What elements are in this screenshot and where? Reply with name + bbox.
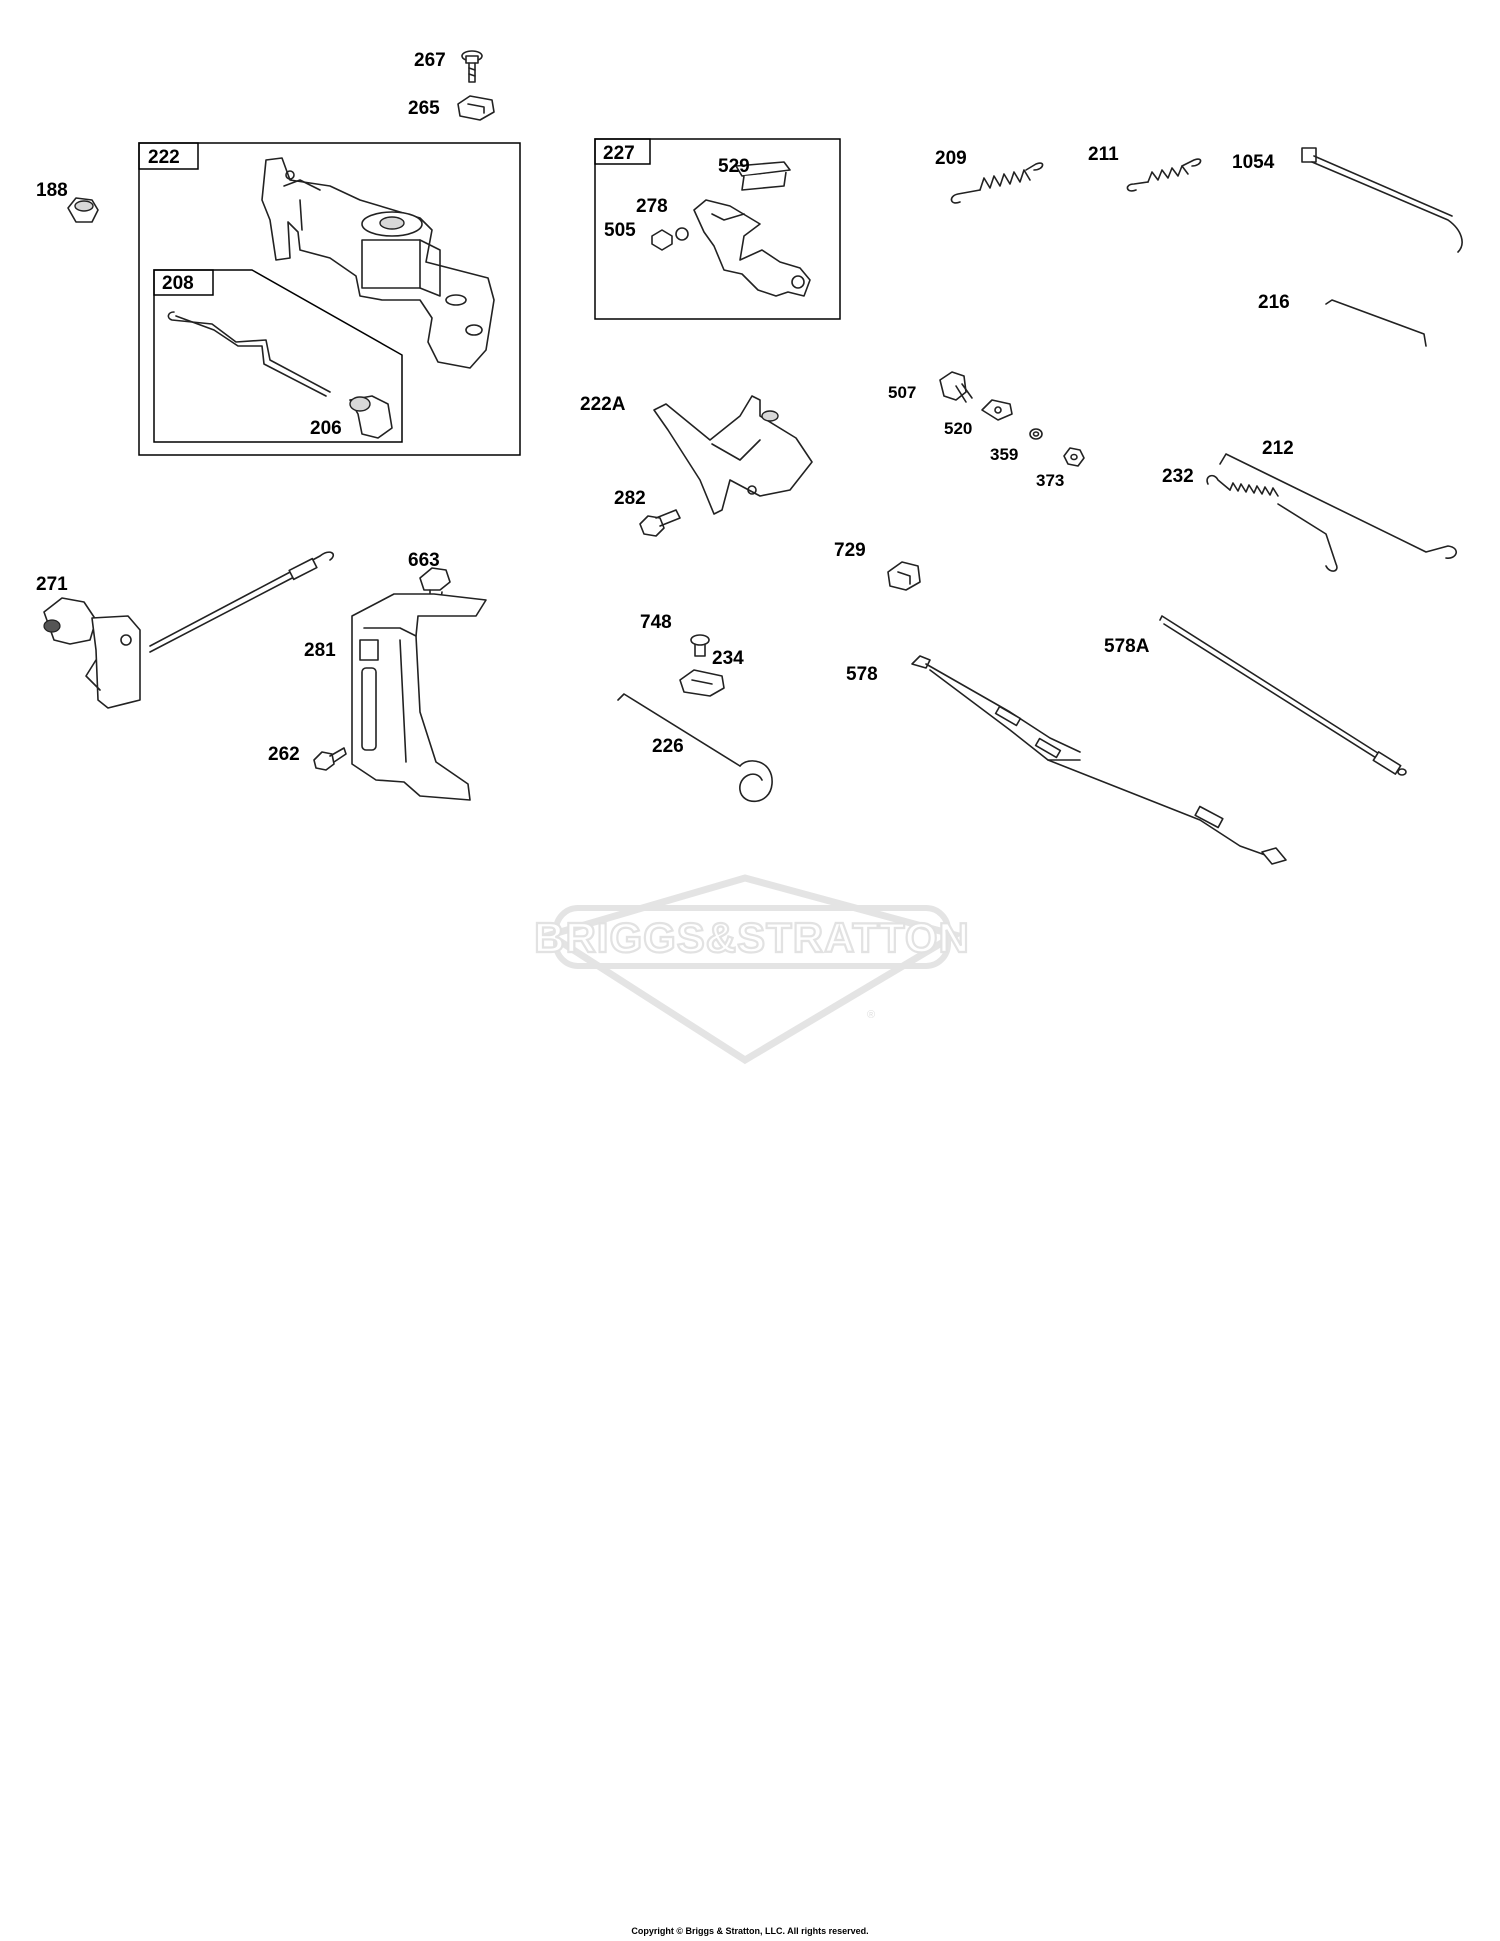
label-278: 278: [636, 196, 668, 217]
watermark-text: BRIGGS&STRATTON: [534, 914, 970, 961]
cable-tie-1054-drawing: [1301, 147, 1463, 253]
label-1054: 1054: [1232, 152, 1275, 173]
bolt-282-drawing: [639, 509, 681, 537]
link-212-drawing: [1219, 453, 1457, 559]
label-265: 265: [408, 98, 440, 119]
group-tag-222: [138, 142, 199, 170]
group-box-222: [138, 142, 521, 456]
lever-227-drawing: [651, 161, 811, 297]
washer-359-drawing: [1029, 428, 1043, 440]
label-281: 281: [304, 640, 336, 661]
label-520: 520: [944, 419, 972, 438]
bolt-267-drawing: [461, 50, 483, 83]
label-206: 206: [310, 418, 342, 439]
label-209: 209: [935, 148, 967, 169]
throttle-271-drawing: [43, 551, 335, 709]
label-208: 208: [162, 273, 194, 294]
panel-281-drawing: [351, 593, 487, 801]
label-578A: 578A: [1104, 636, 1150, 657]
label-663: 663: [408, 550, 440, 571]
label-578: 578: [846, 664, 878, 685]
spring-211-drawing: [1126, 158, 1202, 192]
bracket-222A-drawing: [653, 395, 813, 515]
label-359: 359: [990, 445, 1018, 464]
label-227: 227: [603, 143, 635, 164]
label-188: 188: [36, 180, 68, 201]
clip-234-drawing: [679, 669, 725, 697]
cable-578A-drawing: [1159, 615, 1407, 776]
nut-188-drawing: [67, 197, 99, 223]
label-507: 507: [888, 383, 916, 402]
label-282: 282: [614, 488, 646, 509]
label-729: 729: [834, 540, 866, 561]
link-208-drawing: [167, 311, 331, 397]
group-box-227: [594, 138, 841, 320]
link-216-drawing: [1325, 299, 1427, 347]
group-tag-208: [153, 269, 214, 296]
label-222A: 222A: [580, 394, 626, 415]
label-271: 271: [36, 574, 68, 595]
label-222: 222: [148, 147, 180, 168]
screw-748-drawing: [690, 634, 710, 657]
label-262: 262: [268, 744, 300, 765]
label-226: 226: [652, 736, 684, 757]
label-216: 216: [1258, 292, 1290, 313]
switch-507-drawing: [939, 371, 973, 403]
label-267: 267: [414, 50, 446, 71]
clip-729-drawing: [887, 561, 921, 591]
bracket-222-drawing: [261, 157, 495, 369]
label-211: 211: [1088, 144, 1119, 165]
label-373: 373: [1036, 471, 1064, 490]
label-234: 234: [712, 648, 744, 669]
registered-mark: ®: [867, 1009, 875, 1021]
spring-232-drawing: [1206, 474, 1338, 572]
label-232: 232: [1162, 466, 1194, 487]
screw-262-drawing: [313, 747, 347, 771]
group-tag-227: [594, 138, 651, 165]
nut-373-drawing: [1063, 447, 1085, 467]
label-529: 529: [718, 156, 750, 177]
rod-226-drawing: [617, 693, 773, 803]
clip-265-drawing: [457, 95, 495, 121]
group-box-208: [153, 269, 403, 443]
bracket-520-drawing: [981, 399, 1013, 421]
spring-209-drawing: [950, 162, 1044, 204]
knob-206-drawing: [349, 395, 393, 439]
label-505: 505: [604, 220, 636, 241]
label-748: 748: [640, 612, 672, 633]
cable-578-drawing: [911, 655, 1287, 865]
briggs-stratton-watermark: BRIGGS&STRATTON ®: [533, 874, 970, 1065]
copyright-notice: Copyright © Briggs & Stratton, LLC. All …: [631, 1926, 869, 1936]
label-212: 212: [1262, 438, 1294, 459]
